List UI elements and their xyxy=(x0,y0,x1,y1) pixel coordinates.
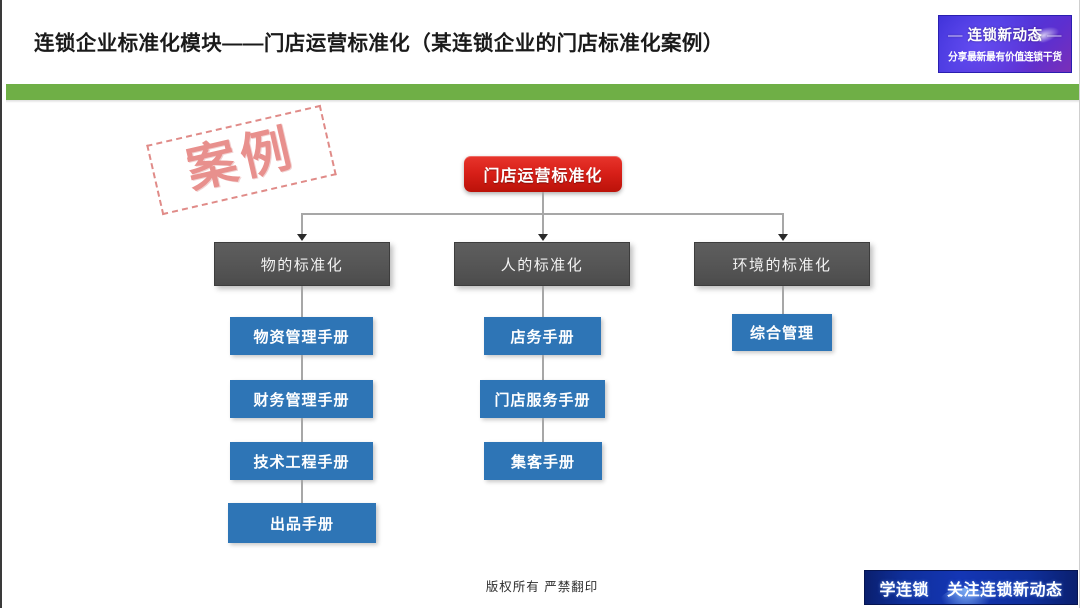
branch-node-1-label: 物的标准化 xyxy=(260,256,344,274)
case-stamp: 案例 xyxy=(146,104,337,216)
connector-bus-to-branch-2 xyxy=(542,213,544,238)
leaf-node-3-1[interactable]: 综合管理 xyxy=(732,314,832,351)
branch-node-1[interactable]: 物的标准化 xyxy=(214,242,390,286)
leaf-node-1-3[interactable]: 技术工程手册 xyxy=(230,442,373,480)
leaf-node-1-2[interactable]: 财务管理手册 xyxy=(230,380,373,418)
badge-dash-right: — xyxy=(1047,28,1063,44)
leaf-node-1-2-label: 财务管理手册 xyxy=(253,391,350,409)
green-divider-bar xyxy=(6,84,1079,100)
leaf-node-1-1-label: 物资管理手册 xyxy=(253,328,350,346)
leaf-node-2-3[interactable]: 集客手册 xyxy=(484,442,602,480)
footer-banner-text: 学连锁 关注连锁新动态 xyxy=(865,571,1077,604)
connector-b1-leaf2-leaf3 xyxy=(301,418,303,442)
connector-b1-leaf3-leaf4 xyxy=(301,480,303,503)
brand-badge-subtitle: 分享最新最有价值连锁干货 xyxy=(948,51,1062,63)
branch-node-2-label: 人的标准化 xyxy=(500,256,584,274)
brand-badge-title-text: 连锁新动态 xyxy=(967,28,1043,44)
branch-node-3-label: 环境的标准化 xyxy=(732,256,832,274)
connector-b3-to-leaf1 xyxy=(782,286,784,314)
leaf-node-2-2[interactable]: 门店服务手册 xyxy=(480,380,605,418)
leaf-node-2-3-label: 集客手册 xyxy=(510,453,575,471)
page-title: 连锁企业标准化模块——门店运营标准化（某连锁企业的门店标准化案例） xyxy=(34,32,724,55)
leaf-node-2-1[interactable]: 店务手册 xyxy=(484,317,601,355)
root-node-label: 门店运营标准化 xyxy=(483,168,603,185)
footer-banner[interactable]: 学连锁 关注连锁新动态 xyxy=(864,570,1078,605)
connector-b1-to-leaf1 xyxy=(301,286,303,317)
connector-b1-leaf1-leaf2 xyxy=(301,355,303,380)
case-stamp-label: 案例 xyxy=(181,118,302,200)
footer-copyright: 版权所有 严禁翻印 xyxy=(485,580,599,594)
arrow-branch-2 xyxy=(538,234,548,241)
leaf-node-1-4-label: 出品手册 xyxy=(269,515,334,533)
leaf-node-1-3-label: 技术工程手册 xyxy=(253,453,350,471)
arrow-branch-1 xyxy=(297,234,307,241)
footer-banner-glow-icon xyxy=(939,588,993,604)
connector-bus-to-branch-3 xyxy=(782,213,784,238)
footer-banner-right-text: 关注连锁新动态 xyxy=(947,581,1063,599)
slide-header: 连锁企业标准化模块——门店运营标准化（某连锁企业的门店标准化案例） — 连锁新动… xyxy=(2,0,1079,80)
footer-banner-left-text: 学连锁 xyxy=(879,581,929,599)
connector-b2-leaf1-leaf2 xyxy=(542,355,544,380)
arrow-branch-3 xyxy=(778,234,788,241)
branch-node-3[interactable]: 环境的标准化 xyxy=(694,242,870,286)
connector-root-down xyxy=(542,192,544,214)
brand-badge-title: — 连锁新动态 — xyxy=(939,24,1071,45)
leaf-node-1-1[interactable]: 物资管理手册 xyxy=(230,317,373,355)
leaf-node-2-2-label: 门店服务手册 xyxy=(494,391,591,409)
branch-node-2[interactable]: 人的标准化 xyxy=(454,242,630,286)
connector-bus-to-branch-1 xyxy=(301,213,303,238)
leaf-node-2-1-label: 店务手册 xyxy=(510,328,575,346)
connector-b2-to-leaf1 xyxy=(542,286,544,317)
leaf-node-1-4[interactable]: 出品手册 xyxy=(228,503,376,543)
brand-badge[interactable]: — 连锁新动态 — 分享最新最有价值连锁干货 xyxy=(938,15,1072,73)
leaf-node-3-1-label: 综合管理 xyxy=(749,325,814,342)
root-node[interactable]: 门店运营标准化 xyxy=(464,156,622,192)
green-divider-shadow xyxy=(6,100,1079,103)
badge-dash-left: — xyxy=(947,28,963,44)
connector-b2-leaf2-leaf3 xyxy=(542,418,544,442)
